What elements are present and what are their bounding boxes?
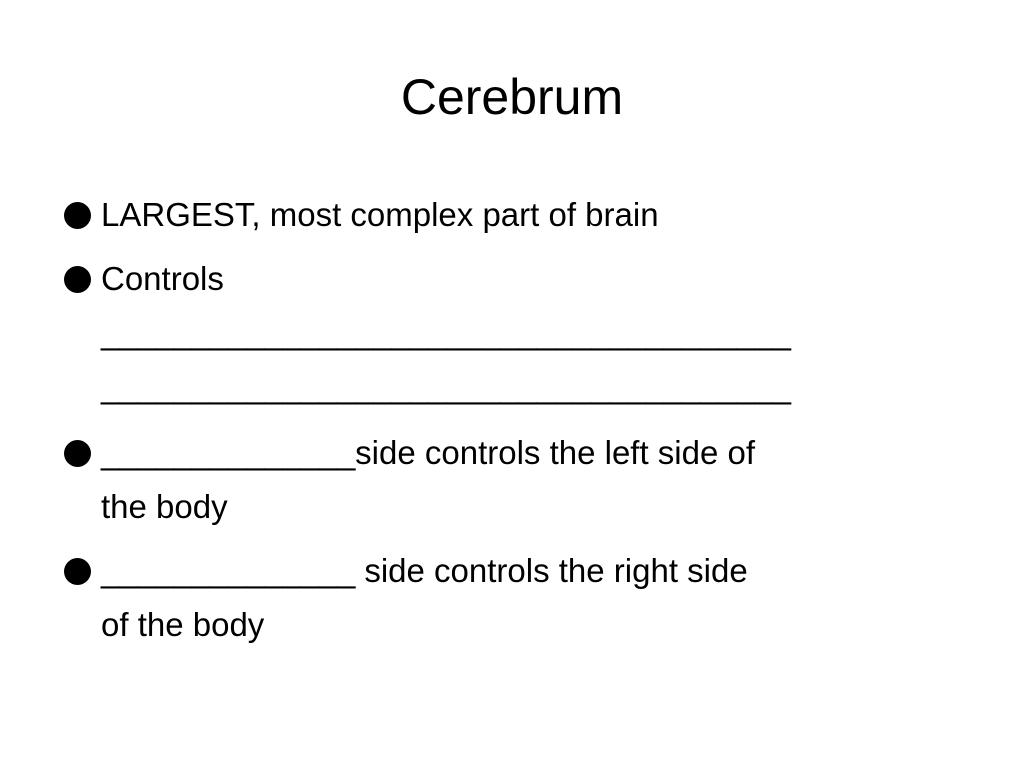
left-side-text-line-1: side controls the left side of (355, 434, 756, 471)
bullet-dot-icon (64, 440, 91, 467)
controls-blank-line-2: ______________________________________ (101, 368, 791, 405)
right-side-text-line-2: of the body (101, 606, 265, 643)
right-side-blank: ______________ (101, 552, 356, 589)
left-side-blank: ______________ (101, 434, 356, 471)
controls-blank-line-1: ______________________________________ (101, 314, 791, 351)
bullet-text: LARGEST, most complex part of brain (101, 196, 659, 233)
right-side-text: ______________ side controls the right s… (101, 544, 956, 652)
bullet-item-controls: Controls _______________________________… (56, 252, 956, 414)
bullet-dot-icon (64, 558, 91, 585)
bullet-item-right-side: ______________ side controls the right s… (56, 544, 956, 652)
bullet-item-largest: LARGEST, most complex part of brain (56, 188, 956, 242)
bullet-list: LARGEST, most complex part of brain Cont… (56, 188, 956, 662)
left-side-text: ______________side controls the left sid… (101, 426, 956, 534)
bullet-dot-icon (64, 202, 91, 229)
controls-label: Controls (101, 260, 224, 297)
bullet-item-left-side: ______________side controls the left sid… (56, 426, 956, 534)
slide-title: Cerebrum (400, 69, 624, 125)
bullet-dot-icon (64, 266, 91, 293)
left-side-text-line-2: the body (101, 488, 228, 525)
right-side-text-line-1: side controls the right side (355, 552, 748, 589)
